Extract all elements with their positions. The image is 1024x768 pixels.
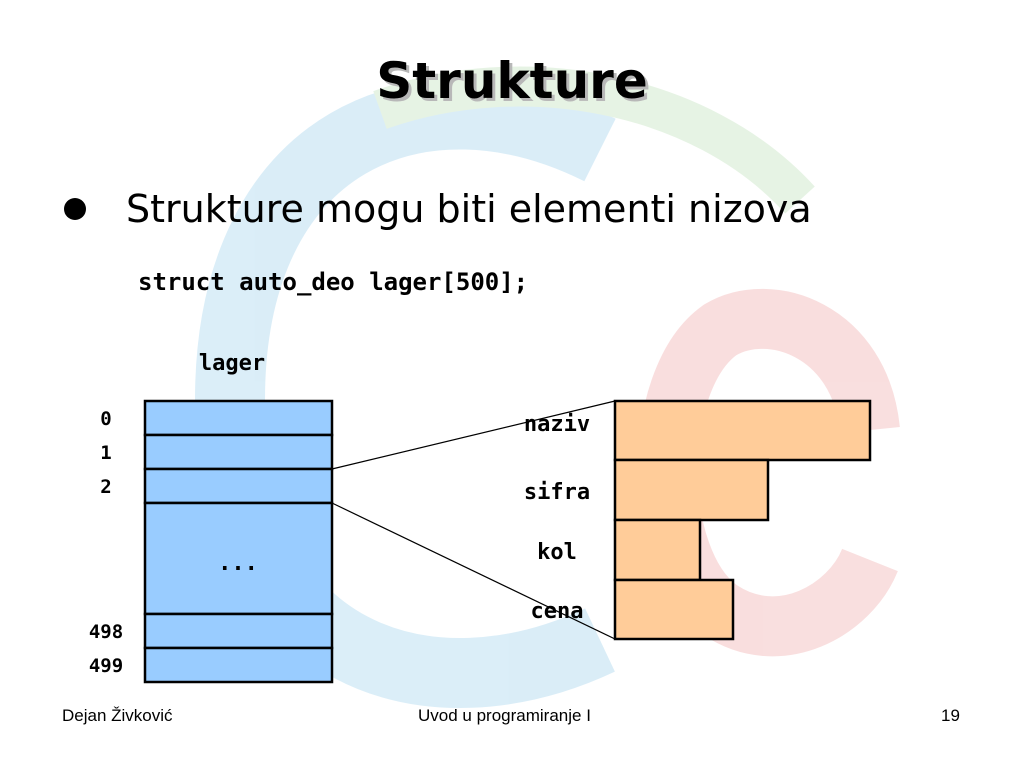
struct-label-cena: cena (531, 599, 584, 624)
watermark-c-arc-green (373, 66, 815, 214)
footer-author: Dejan Živković (62, 706, 173, 725)
array-cell-ellipsis (143, 501, 334, 616)
connector-line-bottom (331, 502, 616, 640)
array-cell-0 (143, 399, 334, 437)
array-index-1: 1 (100, 442, 111, 464)
array-cell-2 (143, 467, 334, 505)
bullet-dot-icon (64, 198, 86, 220)
slide-title: Strukture (376, 52, 648, 110)
array-cell-1 (143, 433, 334, 471)
bullet-item: Strukture mogu biti elementi nizova (64, 184, 812, 234)
struct-label-kol: kol (537, 540, 577, 565)
array-indices: 0 1 2 498 499 (89, 408, 123, 677)
array-index-498: 498 (89, 621, 123, 643)
array-cell-499 (143, 646, 334, 684)
struct-fields (613, 399, 872, 641)
array-ellipsis: ... (218, 551, 258, 576)
struct-label-sifra: sifra (524, 480, 590, 505)
array-index-2: 2 (100, 476, 111, 498)
code-line: struct auto_deo lager[500]; (138, 268, 529, 296)
array-cells (143, 399, 334, 684)
struct-label-naziv: naziv (524, 412, 590, 437)
footer-page-number: 19 (941, 706, 960, 725)
bullet-text: Strukture mogu biti elementi nizova (126, 187, 812, 231)
array-label: lager (199, 351, 265, 376)
array-index-499: 499 (89, 655, 123, 677)
struct-field-naziv (613, 399, 872, 462)
struct-field-labels: naziv sifra kol cena (524, 412, 590, 624)
struct-field-sifra (613, 458, 770, 522)
connector-line-top (331, 400, 616, 470)
struct-field-kol (613, 518, 702, 582)
array-index-0: 0 (100, 408, 111, 430)
footer-course: Uvod u programiranje I (418, 706, 591, 725)
struct-field-cena (613, 578, 735, 641)
array-cell-498 (143, 612, 334, 650)
